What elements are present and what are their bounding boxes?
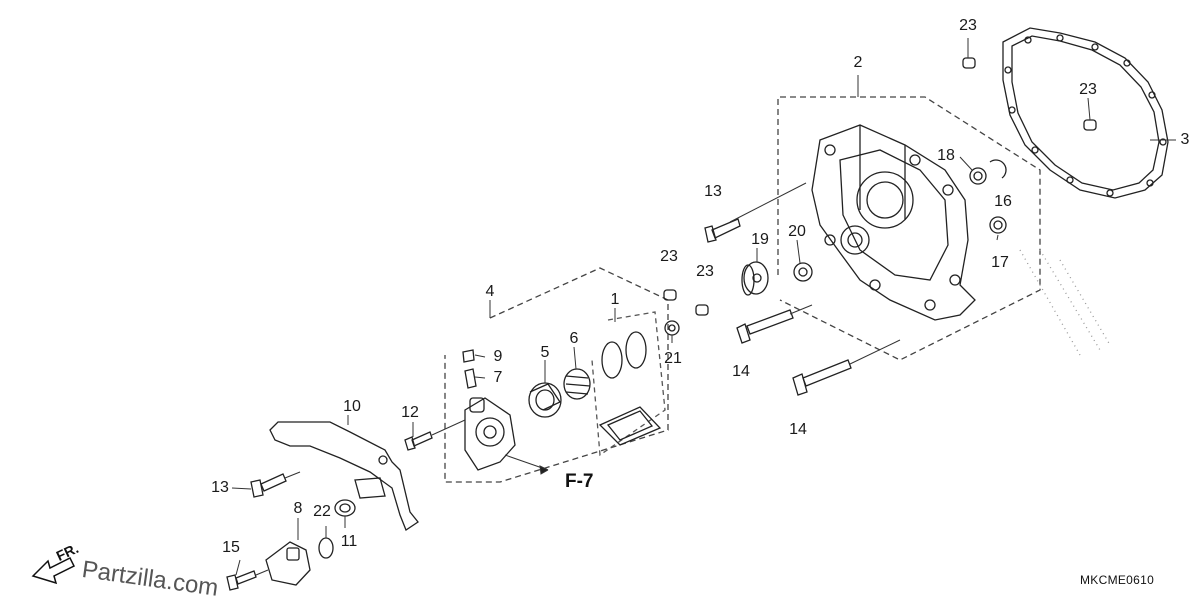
callout-22: 22 (313, 503, 331, 520)
group-box-4 (444, 267, 669, 483)
callout-14-lower: 14 (789, 421, 807, 438)
dowel-pin-23b (1083, 119, 1097, 131)
dowel-pin-23d (695, 304, 709, 316)
callout-9: 9 (493, 348, 503, 365)
o-rings-part-1 (598, 331, 662, 446)
callout-13-upper: 13 (704, 183, 722, 200)
bearing-16-17 (989, 216, 1007, 234)
seal-part-5 (528, 382, 562, 418)
callout-18: 18 (937, 147, 955, 164)
seal-21 (664, 320, 680, 336)
bolt-13-upper (704, 218, 741, 243)
bolt-12 (404, 431, 433, 451)
gear-19 (741, 261, 769, 296)
grommet-11 (334, 499, 356, 517)
circlip (989, 159, 1007, 179)
bracket-part-10 (269, 421, 419, 531)
leader-lines (231, 38, 1176, 576)
dowel-pin-23c (663, 289, 677, 301)
bolt-14a (736, 309, 794, 344)
bolt-15 (226, 570, 257, 591)
o-ring-22 (318, 537, 334, 559)
diagram-code: MKCME0610 (1080, 573, 1155, 587)
group-box-2 (777, 96, 1041, 361)
callout-11: 11 (340, 533, 358, 550)
callout-17: 17 (991, 254, 1009, 271)
callout-20: 20 (788, 223, 806, 240)
callout-23-mid2: 23 (696, 263, 714, 280)
callout-13-lower: 13 (211, 479, 229, 496)
gasket-part-3 (1002, 27, 1169, 199)
callout-5: 5 (540, 344, 550, 361)
pump-body-part-4 (464, 397, 516, 471)
bearing-20 (793, 262, 813, 282)
callout-14-upper: 14 (732, 363, 750, 380)
callout-16: 16 (994, 193, 1012, 210)
callout-12: 12 (401, 404, 419, 421)
callout-8: 8 (293, 500, 303, 517)
callout-21: 21 (664, 350, 682, 367)
callout-7: 7 (493, 369, 503, 386)
cover-part-2 (811, 124, 976, 321)
figure-reference: F-7 (565, 471, 594, 492)
callout-4: 4 (485, 283, 495, 300)
callout-6: 6 (569, 330, 579, 347)
callout-15: 15 (222, 539, 240, 556)
callout-23-gasket: 23 (1079, 81, 1097, 98)
bolt-13-lower (250, 473, 287, 498)
bolt-14b (792, 359, 852, 396)
callout-1: 1 (610, 291, 620, 308)
callout-23-mid: 23 (660, 248, 678, 265)
callout-10: 10 (343, 398, 361, 415)
callout-19: 19 (751, 231, 769, 248)
callout-2: 2 (853, 54, 863, 71)
dowel-pin-23a (962, 57, 976, 69)
sensor-part-8 (265, 541, 311, 586)
callout-3: 3 (1180, 131, 1190, 148)
plug-9 (462, 349, 475, 363)
callout-23-top: 23 (959, 17, 977, 34)
oil-seal-18 (969, 167, 987, 185)
front-arrow (31, 556, 76, 585)
spring-part-6 (563, 368, 591, 400)
group-box-1 (591, 311, 666, 457)
plug-7 (464, 368, 477, 389)
dot-shading (1019, 249, 1111, 356)
